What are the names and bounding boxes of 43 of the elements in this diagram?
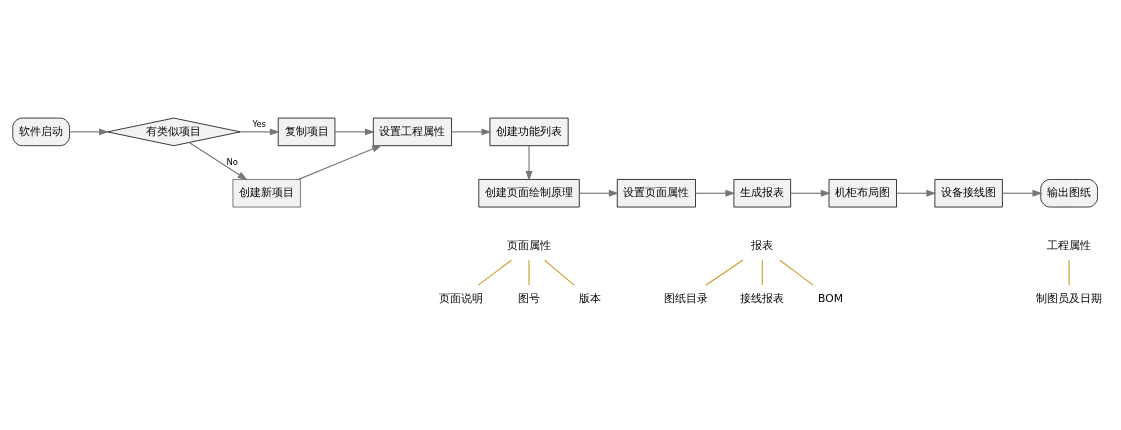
node-text: 制图员及日期 — [1036, 291, 1103, 305]
node-text: 页面属性 — [507, 238, 552, 251]
arrow — [451, 127, 492, 135]
node-box: 机柜布局图 — [828, 178, 897, 207]
connector — [705, 259, 744, 286]
node-box: 输出图纸 — [1040, 178, 1098, 207]
node-text: 工程属性 — [1047, 238, 1092, 251]
arrow — [334, 127, 375, 135]
node-text: BOM — [818, 291, 843, 305]
arrow — [525, 144, 533, 181]
arrow — [298, 144, 383, 180]
node-text: 接线报表 — [740, 291, 785, 305]
connector — [477, 259, 513, 286]
node-box: 设置页面属性 — [616, 178, 696, 207]
node-text: 图号 — [518, 291, 541, 305]
arrow — [896, 189, 937, 197]
edge-label: Yes — [252, 118, 266, 129]
arrow — [69, 127, 110, 135]
node-box: 创建新项目 — [232, 178, 301, 207]
arrow — [188, 141, 248, 180]
node-box: 设置工程属性 — [372, 117, 452, 146]
connector — [761, 259, 763, 286]
arrow — [239, 127, 280, 135]
arrow — [578, 189, 619, 197]
node-box: 软件启动 — [12, 117, 70, 146]
node-box: 生成报表 — [733, 178, 792, 207]
connector — [544, 259, 575, 286]
edge-label: No — [226, 156, 238, 167]
connector — [779, 259, 814, 286]
node-text: 页面说明 — [438, 291, 483, 305]
node-text: 图纸目录 — [664, 291, 709, 305]
node-text: 版本 — [578, 291, 601, 305]
arrow — [790, 189, 831, 197]
connector — [1068, 259, 1070, 286]
node-box: 复制项目 — [277, 117, 336, 146]
node-box: 创建功能列表 — [489, 117, 569, 146]
arrow — [1001, 189, 1043, 197]
node-diamond: 有类似项目 — [107, 117, 241, 146]
node-text: 报表 — [751, 238, 774, 251]
node-box: 创建页面绘制原理 — [478, 178, 580, 207]
node-box: 设备接线图 — [934, 178, 1003, 207]
connector — [528, 259, 530, 286]
arrow — [695, 189, 736, 197]
